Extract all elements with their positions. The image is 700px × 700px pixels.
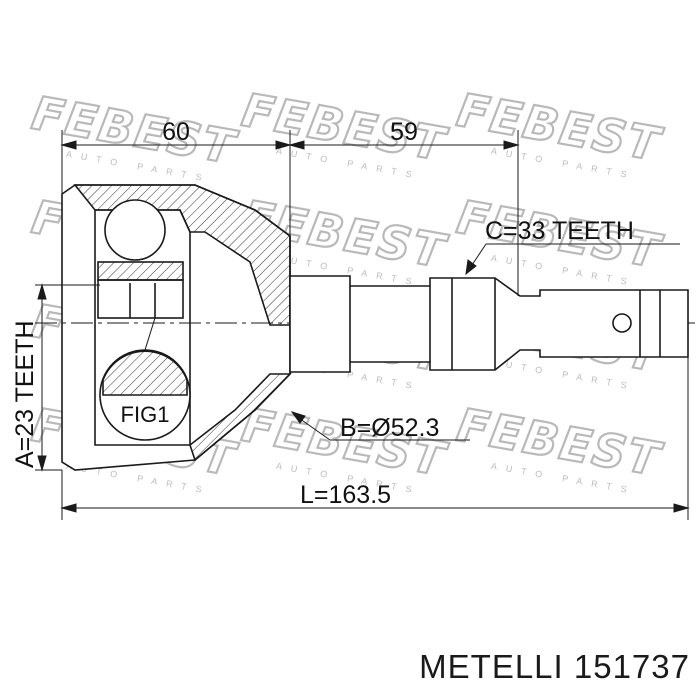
total-length-label: L=163.5 [300, 481, 391, 509]
dimension-lines [37, 130, 690, 520]
fig1-label: FIG1 [121, 402, 170, 427]
footer-part-number: METELLI 151737 [419, 648, 690, 685]
dimension-60-label: 60 [162, 118, 190, 146]
spline-a-label: A=23 TEETH [11, 320, 39, 468]
cv-joint-outline [35, 184, 695, 471]
spline-c-label: C=33 TEETH [485, 217, 634, 245]
dimension-59-label: 59 [390, 118, 418, 146]
diameter-b-label: B=Ø52.3 [340, 414, 439, 442]
